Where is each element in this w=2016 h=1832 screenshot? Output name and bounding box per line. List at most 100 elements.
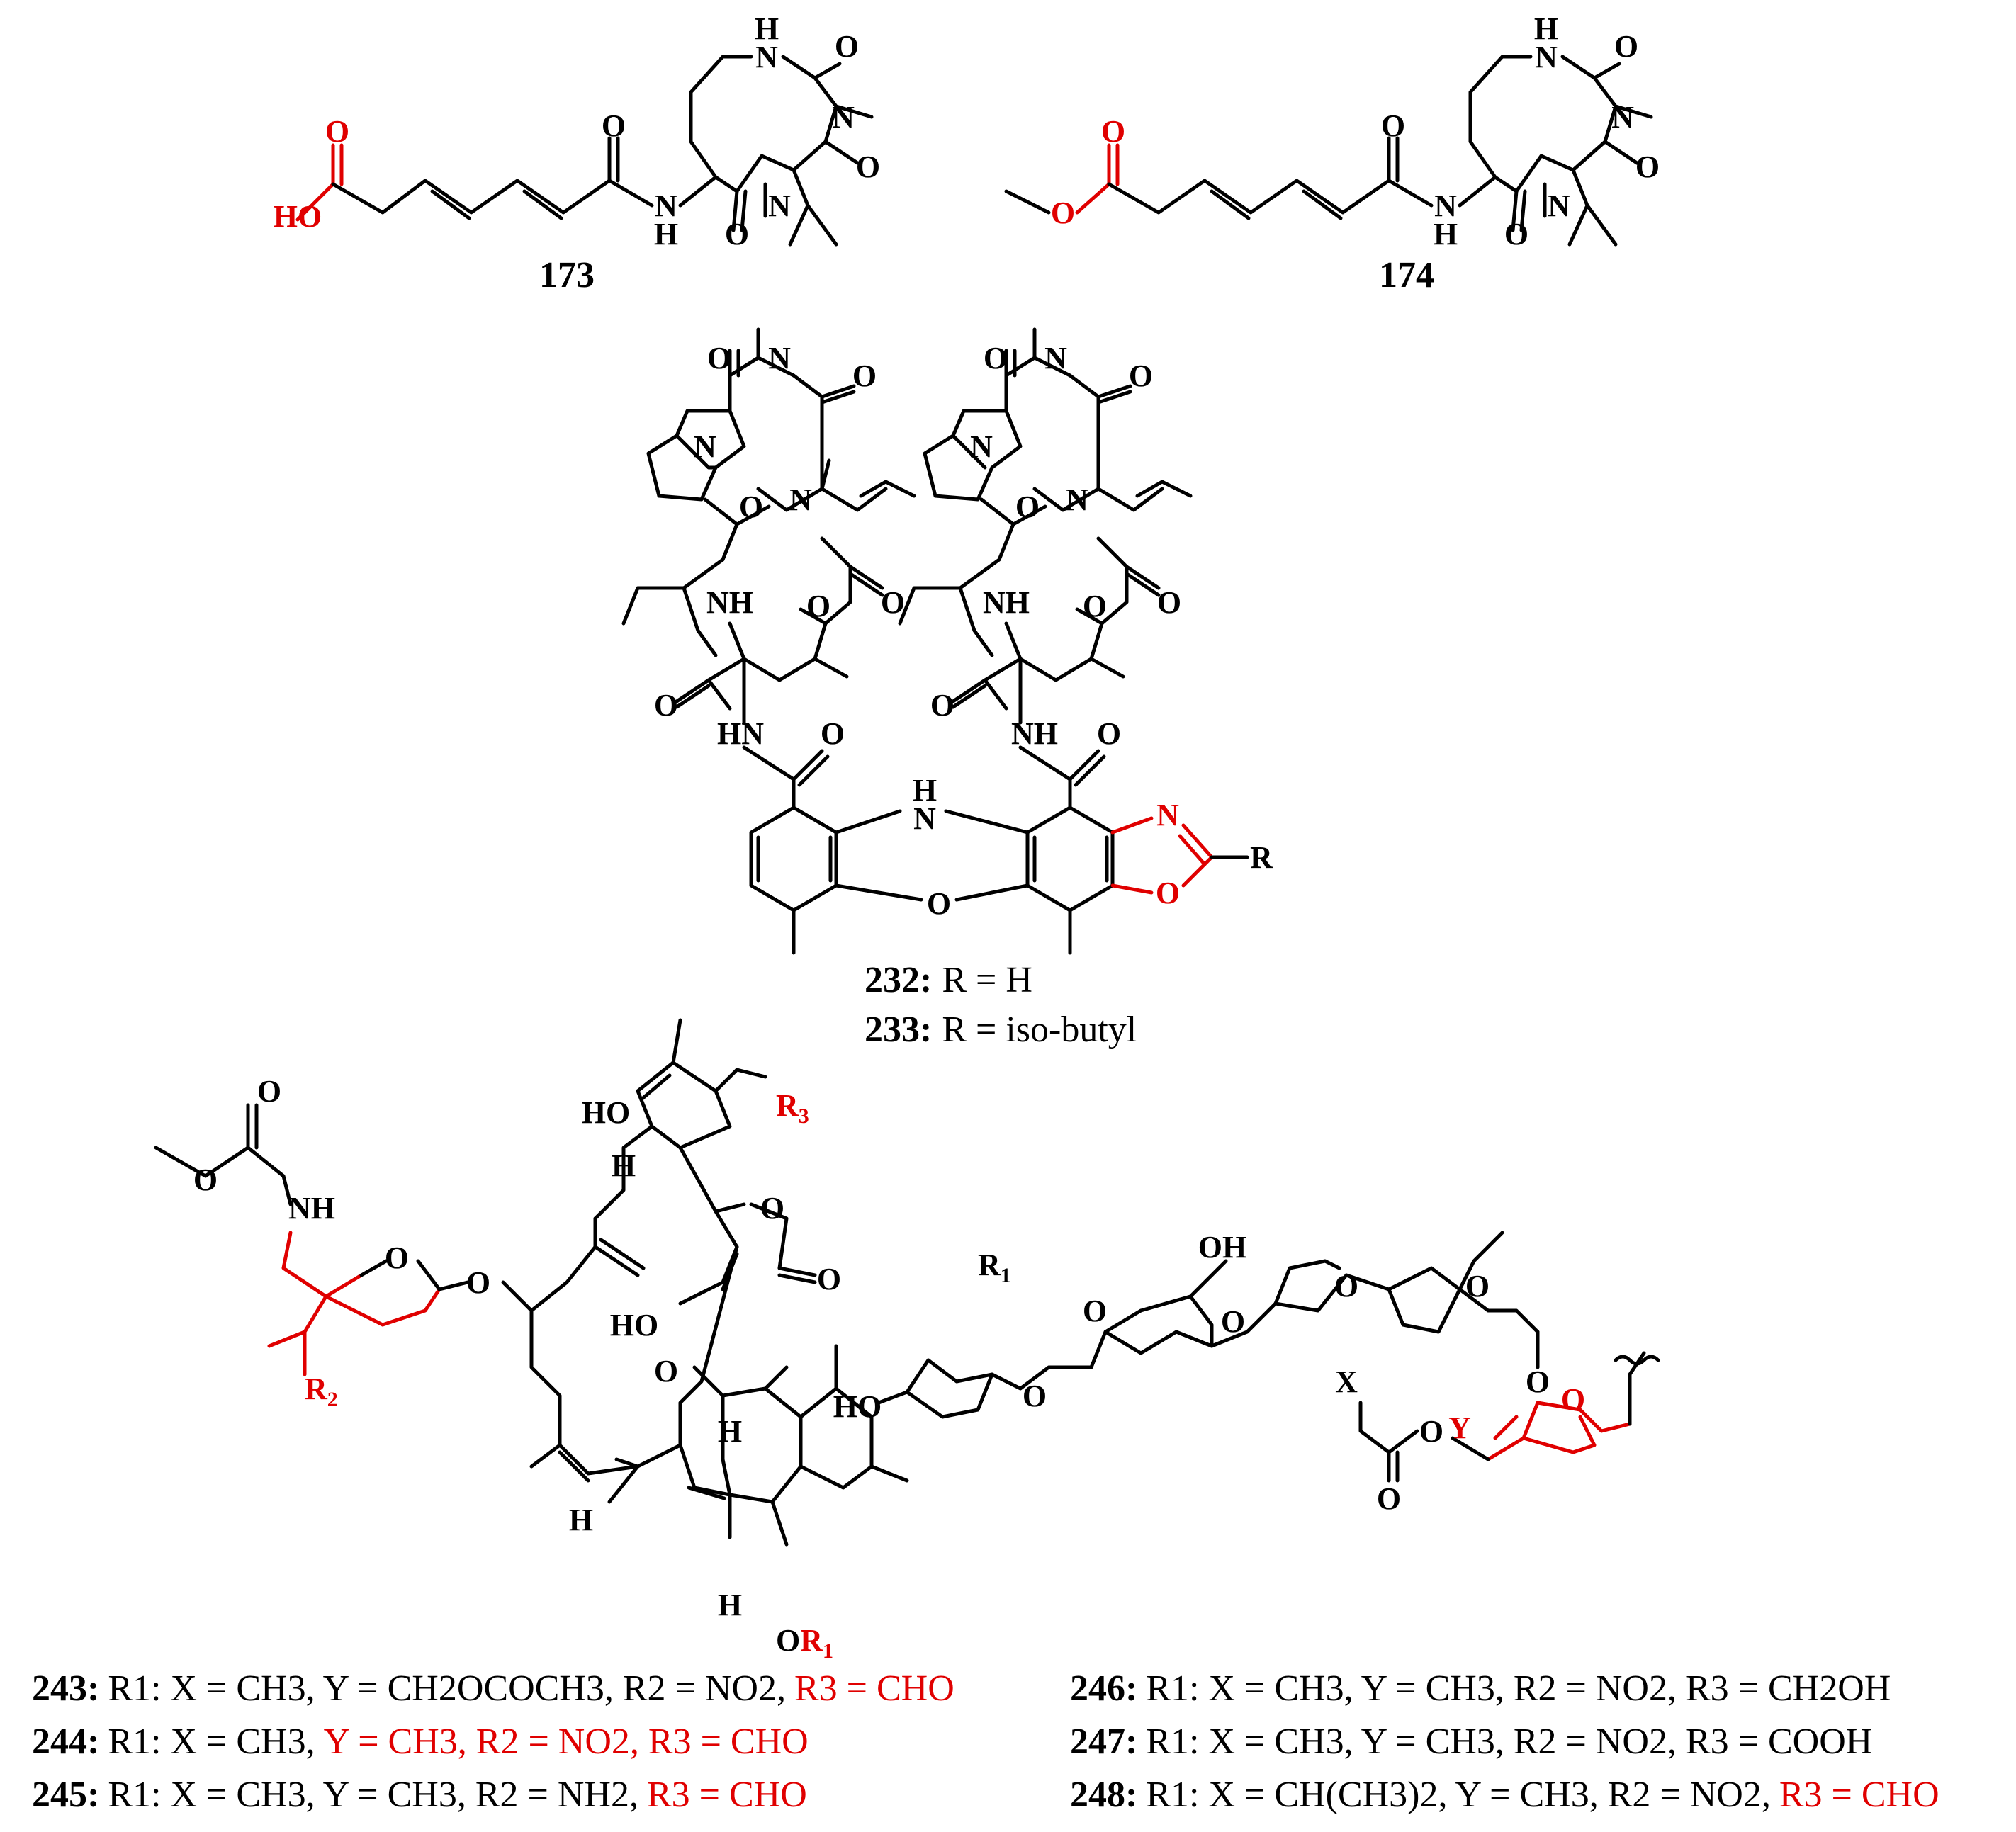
r1-x: X bbox=[1335, 1364, 1358, 1399]
sugar-ring-o: O bbox=[385, 1240, 409, 1275]
right-n-pro: N bbox=[970, 429, 993, 464]
variant-245-highlight: R3 = CHO bbox=[647, 1775, 807, 1815]
c174-amide-oxygen: O bbox=[1381, 108, 1405, 143]
c174-ring-h: H bbox=[1534, 11, 1558, 46]
compound-173-label: 173 bbox=[539, 255, 595, 295]
compound-243-248: O O NH O O R2 HO R3 H O O HO O H H H OR1… bbox=[154, 1018, 1660, 1663]
c173-ring-o1: O bbox=[835, 29, 859, 64]
c174-nh: N bbox=[1434, 188, 1457, 223]
left-n-me: N bbox=[768, 341, 791, 375]
kij-h-3: H bbox=[569, 1503, 593, 1537]
oxazole-o: O bbox=[1156, 876, 1180, 910]
lactone-ring-o: O bbox=[760, 1191, 784, 1226]
c173-ring-o3: O bbox=[725, 217, 749, 251]
phenox-h: H bbox=[913, 773, 937, 808]
r2-label: R2 bbox=[305, 1372, 338, 1411]
left-o-3: O bbox=[739, 490, 763, 524]
variant-246-text: R1: X = CH3, Y = CH3, R2 = NO2, R3 = CH2… bbox=[1146, 1668, 1891, 1709]
caption-233: 233:R = iso-butyl bbox=[865, 1010, 1137, 1050]
compound-232-233: O N O N N O NH O O O HN O O N O N N O NH… bbox=[621, 327, 1273, 1050]
variant-244-label: 244: bbox=[32, 1721, 99, 1762]
left-o-5: O bbox=[654, 688, 678, 723]
r1-o-d: O bbox=[1334, 1269, 1358, 1304]
left-o-ester: O bbox=[806, 589, 830, 623]
right-depsipeptide-ring bbox=[898, 327, 1193, 725]
r1-heading: R1 bbox=[978, 1248, 1011, 1287]
r1-o-f: O bbox=[1526, 1364, 1550, 1399]
compound-174-label: 174 bbox=[1379, 255, 1434, 295]
r2-letter: R bbox=[305, 1372, 328, 1406]
r1-oh: OH bbox=[1198, 1230, 1246, 1265]
variant-244: 244:R1: X = CH3,Y = CH3, R2 = NO2, R3 = … bbox=[32, 1721, 809, 1762]
r1-subscript: 1 bbox=[1001, 1264, 1011, 1287]
aglycone-core bbox=[501, 1018, 909, 1547]
c174-nh-h: H bbox=[1434, 217, 1458, 251]
sugar-nh: NH bbox=[288, 1191, 335, 1226]
right-o-top: O bbox=[984, 341, 1008, 375]
compound-173-skeleton bbox=[295, 55, 874, 247]
variant-244-highlight: Y = CH3, R2 = NO2, R3 = CHO bbox=[324, 1721, 809, 1762]
r1-y: Y bbox=[1448, 1410, 1471, 1445]
r1-ester-o: O bbox=[1419, 1414, 1443, 1449]
r1-o-c: O bbox=[1221, 1304, 1245, 1339]
c173-acid-oxygen: O bbox=[325, 114, 349, 149]
right-nh-2: NH bbox=[1011, 716, 1058, 751]
left-o-2: O bbox=[852, 358, 877, 393]
right-n-me2: N bbox=[1066, 482, 1088, 517]
c173-ring-n: N bbox=[755, 40, 778, 74]
c173-amide-oxygen: O bbox=[602, 108, 626, 143]
r3-label: R3 bbox=[776, 1088, 809, 1128]
variant-246: 246:R1: X = CH3, Y = CH3, R2 = NO2, R3 =… bbox=[1070, 1668, 1891, 1709]
phenox-o: O bbox=[927, 886, 951, 921]
c173-hydroxyl: HO bbox=[274, 199, 322, 234]
variant-247: 247:R1: X = CH3, Y = CH3, R2 = NO2, R3 =… bbox=[1070, 1721, 1872, 1762]
def-233: R = iso-butyl bbox=[942, 1010, 1137, 1050]
def-232: R = H bbox=[942, 960, 1032, 1000]
left-nh: NH bbox=[706, 585, 753, 620]
c174-ring-n: N bbox=[1535, 40, 1558, 74]
c174-ester-oxygen: O bbox=[1101, 114, 1125, 149]
oxazole-ring bbox=[1110, 816, 1249, 895]
right-o-3: O bbox=[1015, 490, 1040, 524]
variant-245-label: 245: bbox=[32, 1775, 99, 1815]
r1-ho: HO bbox=[833, 1389, 882, 1424]
compound-174: O O O N H N H O N O N O 174 bbox=[1004, 11, 1660, 295]
c173-nh: N bbox=[655, 188, 677, 223]
or1-o: O bbox=[776, 1623, 800, 1658]
c174-ring-n2: N bbox=[1611, 100, 1634, 135]
variant-245: 245:R1: X = CH3, Y = CH3, R2 = NH2,R3 = … bbox=[32, 1775, 807, 1815]
variant-243-text: R1: X = CH3, Y = CH2OCOCH3, R2 = NO2, bbox=[108, 1668, 786, 1709]
or1-r: R bbox=[800, 1623, 823, 1658]
lactone-carbonyl-o: O bbox=[817, 1262, 841, 1296]
phenoxazine-core bbox=[742, 745, 1115, 955]
kij-h-2: H bbox=[718, 1414, 742, 1449]
variant-captions: 243:R1: X = CH3, Y = CH2OCOCH3, R2 = NO2… bbox=[32, 1668, 1939, 1815]
c174-methoxy-oxygen: O bbox=[1051, 196, 1075, 230]
left-hn: HN bbox=[717, 716, 764, 751]
left-depsipeptide-ring bbox=[621, 327, 916, 725]
r1-o-b: O bbox=[1083, 1294, 1107, 1328]
variant-247-text: R1: X = CH3, Y = CH3, R2 = NO2, R3 = COO… bbox=[1146, 1721, 1872, 1762]
c174-ring-o1: O bbox=[1614, 29, 1638, 64]
c174-ring-o3: O bbox=[1504, 217, 1528, 251]
compound-174-skeleton bbox=[1004, 55, 1653, 247]
r1-o-g: O bbox=[1561, 1382, 1585, 1417]
carbamate-o-top: O bbox=[257, 1074, 281, 1109]
or1-label: OR1 bbox=[776, 1623, 833, 1663]
label-232: 232: bbox=[865, 960, 932, 1000]
left-n-pro: N bbox=[694, 429, 716, 464]
variant-244-text: R1: X = CH3, bbox=[108, 1721, 315, 1762]
variant-243-label: 243: bbox=[32, 1668, 99, 1709]
or1-subscript: 1 bbox=[823, 1639, 833, 1663]
r1-o-e: O bbox=[1465, 1269, 1490, 1304]
oxazole-n: N bbox=[1156, 798, 1179, 832]
r3-letter: R bbox=[776, 1088, 799, 1123]
carbamate-o-me: O bbox=[193, 1163, 218, 1197]
variant-247-label: 247: bbox=[1070, 1721, 1137, 1762]
kij-ketone-o: O bbox=[654, 1354, 678, 1389]
variant-248-label: 248: bbox=[1070, 1775, 1137, 1815]
right-o-6: O bbox=[1097, 716, 1121, 751]
kij-h-1: H bbox=[612, 1148, 636, 1183]
r1-o-a: O bbox=[1023, 1379, 1047, 1413]
